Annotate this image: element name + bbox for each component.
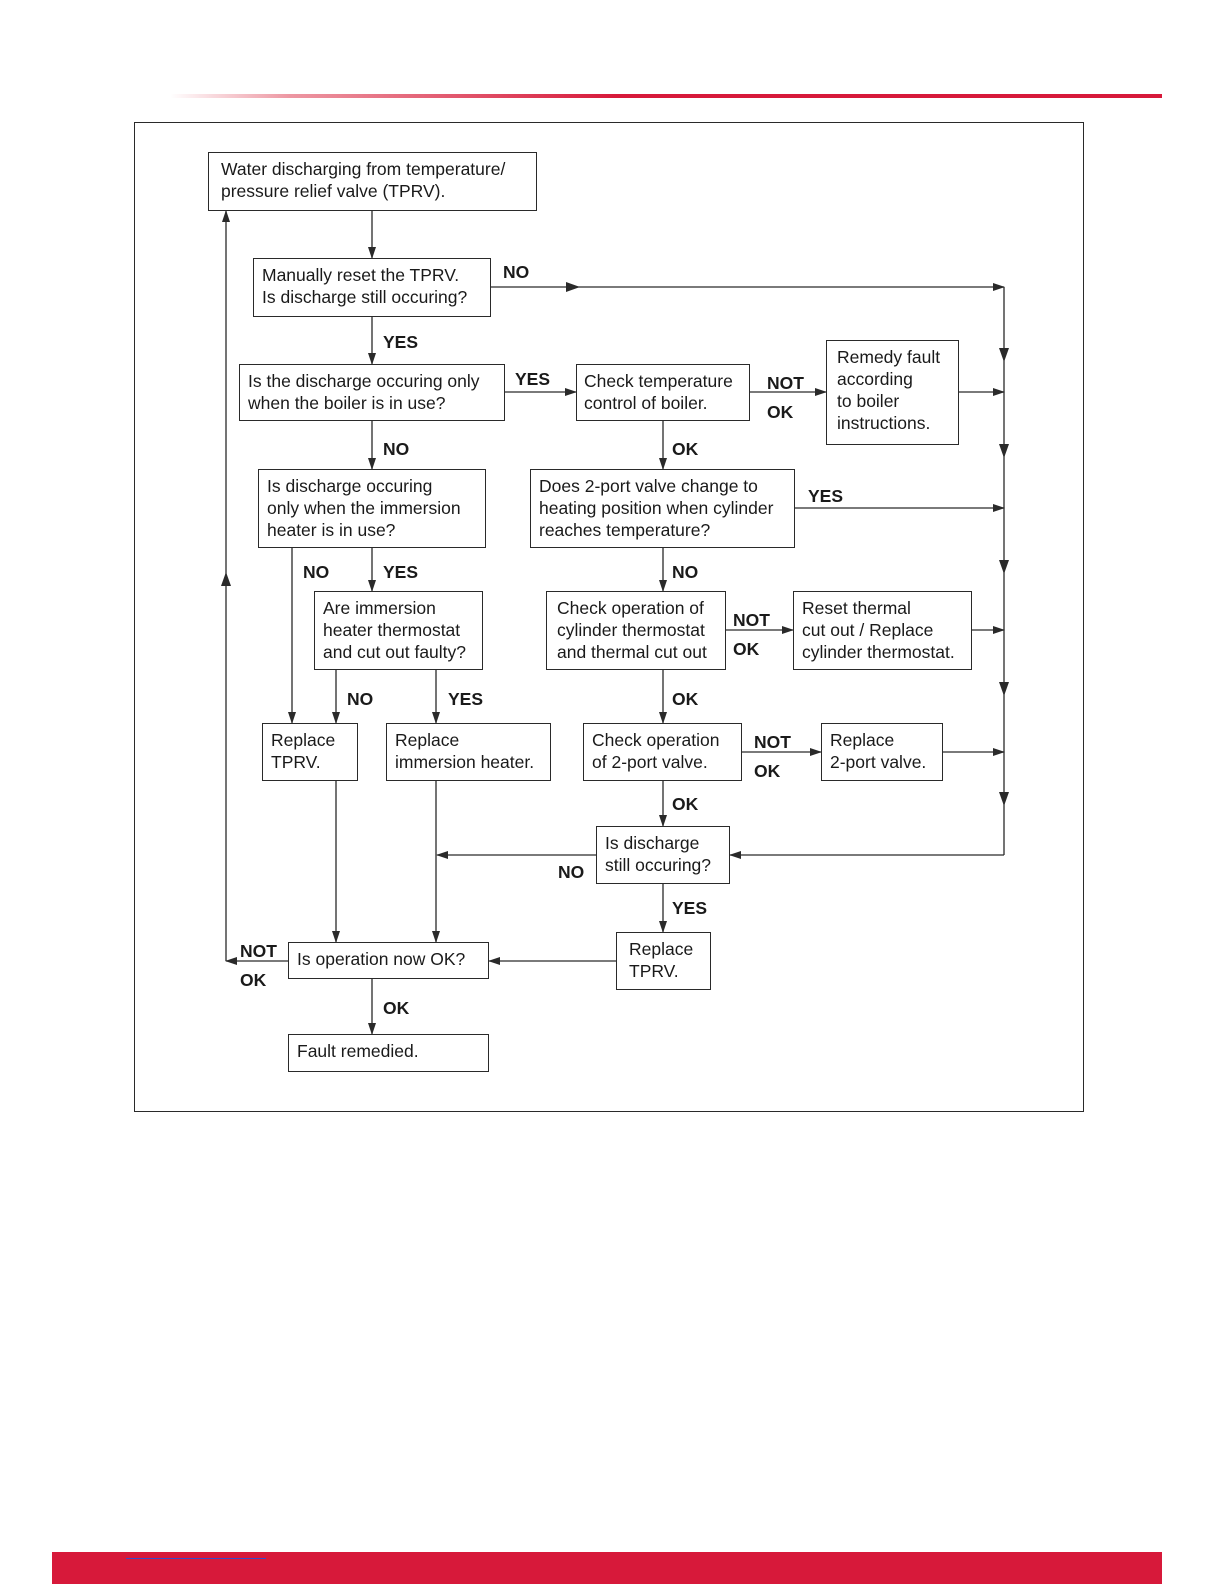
label-cyl-not-ok: NOT OK [733, 610, 770, 659]
arrow-reset-no-mid-head [566, 282, 580, 292]
label-temp-not-ok: NOT OK [767, 373, 804, 422]
node-remedy-fault: Remedy fault according to boiler instruc… [826, 340, 959, 445]
label-boiler-no: NO [383, 439, 410, 459]
node-check-valve: Check operation of 2-port valve. [583, 723, 742, 781]
node-still-question: Is discharge still occuring? [596, 826, 730, 884]
footer-accent-bar [52, 1552, 1162, 1584]
label-check-valve-ok: OK [672, 794, 699, 814]
label-thermo-yes: YES [448, 689, 484, 709]
node-operation-question: Is operation now OK? [288, 942, 489, 979]
label-thermo-no: NO [347, 689, 374, 709]
label-immersion-yes: YES [383, 562, 419, 582]
node-start: Water discharging from temperature/ pres… [208, 152, 537, 211]
collector-head-1 [999, 348, 1009, 362]
collector-head-2 [999, 444, 1009, 458]
header-accent-rule [170, 94, 1162, 98]
label-still-no: NO [558, 862, 585, 882]
flowchart-frame [134, 122, 1084, 1112]
label-temp-ok: OK [672, 439, 699, 459]
label-reset-no: NO [503, 262, 530, 282]
loop-back-mid-head [221, 572, 231, 586]
node-replace-valve: Replace 2-port valve. [821, 723, 943, 781]
label-still-yes: YES [672, 898, 708, 918]
collector-head-5 [999, 792, 1009, 806]
node-thermostat-question: Are immersion heater thermostat and cut … [314, 591, 483, 670]
label-valve-yes: YES [808, 486, 844, 506]
node-reset-thermal: Reset thermal cut out / Replace cylinder… [793, 591, 972, 670]
node-immersion-question: Is discharge occuring only when the imme… [258, 469, 486, 548]
collector-head-4 [999, 682, 1009, 696]
node-replace-tprv-right: Replace TPRV. [616, 932, 711, 990]
node-reset-tprv: Manually reset the TPRV. Is discharge st… [253, 258, 491, 317]
node-boiler-question: Is the discharge occuring only when the … [239, 364, 505, 421]
node-check-cylinder: Check operation of cylinder thermostat a… [546, 591, 726, 670]
label-op-ok: OK [383, 998, 410, 1018]
label-boiler-yes: YES [515, 369, 551, 389]
label-op-not-ok: NOT OK [240, 941, 277, 990]
node-fault-remedied: Fault remedied. [288, 1034, 489, 1072]
node-check-temperature: Check temperature control of boiler. [576, 364, 750, 421]
footer-link-underline [126, 1558, 266, 1559]
label-immersion-no: NO [303, 562, 330, 582]
label-reset-yes: YES [383, 332, 419, 352]
label-cyl-ok: OK [672, 689, 699, 709]
label-check-valve-not-ok: NOT OK [754, 732, 791, 781]
label-valve-no: NO [672, 562, 699, 582]
node-valve-question: Does 2-port valve change to heating posi… [530, 469, 795, 548]
collector-head-3 [999, 560, 1009, 574]
node-replace-tprv-left: Replace TPRV. [262, 723, 358, 781]
node-replace-immersion: Replace immersion heater. [386, 723, 551, 781]
